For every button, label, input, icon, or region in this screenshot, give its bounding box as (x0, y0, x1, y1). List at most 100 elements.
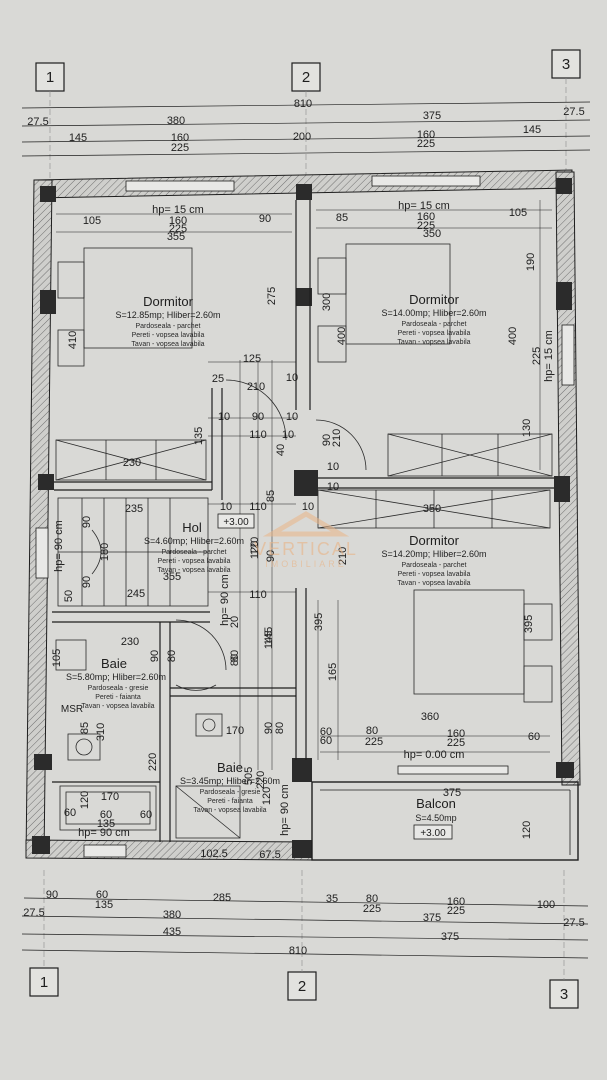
dim-145: 145 (263, 627, 275, 645)
axis-lines (43, 78, 567, 980)
axis-2-top: 2 (302, 69, 310, 86)
dim-225-b: 225 (417, 220, 435, 232)
dim-235: 235 (125, 503, 143, 515)
room-finish-ceiling: Tavan - vopsea lavabila (397, 580, 470, 587)
furniture (55, 243, 553, 839)
room-area: S=4.50mp (415, 813, 456, 823)
top-dim-r1-b: 380 (167, 115, 185, 127)
room-hol: Hol S=4.60mp; Hliber=2.60m Pardoseala - … (144, 520, 244, 574)
axis-2-bottom: 2 (298, 978, 306, 995)
room-balcon: Balcon S=4.50mp (415, 796, 456, 823)
room-finish-walls: Pereti - faianta (207, 798, 253, 805)
dim-60-c: 60 (320, 735, 332, 747)
dim-85-a: 85 (336, 212, 348, 224)
dim-80-a: 80 (166, 650, 178, 662)
dim-10-f: 10 (302, 501, 314, 513)
dim-395-b: 395 (523, 615, 535, 633)
bottom-dim-375-a: 375 (423, 912, 441, 924)
dim-220-b: 220 (255, 771, 267, 789)
top-dim-r2-d: 200 (293, 131, 311, 143)
dim-105-b: 105 (509, 207, 527, 219)
room-finish-ceiling: Tavan - vopsea lavabila (397, 339, 470, 346)
dim-355-a: 355 (167, 231, 185, 243)
room-name: Dormitor (409, 292, 460, 307)
dim-230-b: 230 (121, 636, 139, 648)
dim-90-c: 90 (321, 434, 333, 446)
interior-walls (52, 200, 579, 861)
interior-dimension-lines (56, 200, 552, 770)
room-finish-walls: Pereti - vopsea lavabila (398, 571, 471, 578)
room-finish-ceiling: Tavan - vopsea lavabila (131, 341, 204, 348)
dim-355-b: 355 (163, 571, 181, 583)
room-finish-walls: Pereti - vopsea lavabila (398, 330, 471, 337)
dim-125: 125 (243, 353, 261, 365)
dim-90-f: 90 (81, 576, 93, 588)
room-dormitor-3: Dormitor S=14.20mp; Hliber=2.60m Pardose… (381, 533, 486, 587)
dim-85-b: 85 (265, 490, 277, 502)
dim-410: 410 (67, 331, 79, 349)
dim-90-g: 90 (149, 650, 161, 662)
dim-10-c: 10 (218, 411, 230, 423)
room-finish-walls: Pereti - faianta (95, 694, 141, 701)
dim-80-b: 80 (229, 650, 241, 662)
bottom-dim-35: 35 (326, 893, 338, 905)
dim-275: 275 (266, 287, 278, 305)
axis-markers (29, 49, 581, 1009)
dim-145-b: 145 (263, 631, 275, 649)
dim-20: 20 (229, 616, 241, 628)
dim-220: 220 (147, 753, 159, 771)
axis-3-bottom: 3 (560, 986, 568, 1003)
top-dim-r2-e: 160 (417, 129, 435, 141)
room-finish-floor: Pardoseala - parchet (162, 549, 227, 556)
dim-210-c: 210 (337, 547, 349, 565)
bottom-dim-435: 435 (163, 926, 181, 938)
room-finish-floor: Pardoseala - parchet (402, 562, 467, 569)
top-dim-r1-d: 27.5 (563, 106, 584, 118)
dim-120-b: 120 (249, 541, 261, 559)
top-dim-r1-c: 375 (423, 110, 441, 122)
bottom-dim-380: 380 (163, 909, 181, 921)
bottom-dim-overall: 810 (289, 945, 307, 957)
axis-1-bottom: 1 (40, 974, 48, 991)
dim-hp-bath1: hp= 90 cm (78, 827, 130, 839)
dim-135-a: 135 (193, 427, 205, 445)
dim-350-a: 350 (423, 228, 441, 240)
top-dim-r2-c: 225 (171, 142, 189, 154)
room-name: Balcon (416, 796, 456, 811)
bottom-dim-80: 80 (366, 893, 378, 905)
level-balcon-box (413, 824, 453, 840)
axis-3-top: 3 (562, 56, 570, 73)
dim-225-d: 225 (365, 736, 383, 748)
top-dim-r2-a: 145 (69, 132, 87, 144)
room-finish-floor: Pardoseala - gresie (88, 685, 149, 692)
dim-90-e: 90 (265, 550, 277, 562)
dim-110-b: 110 (249, 501, 267, 513)
dim-hp-stairs: hp= 90 cm (53, 520, 65, 572)
dim-135: 135 (97, 818, 115, 830)
columns (32, 178, 574, 858)
dim-505: 505 (243, 767, 255, 785)
room-name: Hol (182, 520, 202, 535)
room-baie-2: Baie S=3.45mp; Hliber=2.60m Pardoseala -… (180, 760, 280, 814)
dim-10-a: 10 (286, 372, 298, 384)
dim-225-e: 225 (447, 737, 465, 749)
dim-60-e: 60 (100, 809, 112, 821)
dim-120-d: 120 (261, 787, 273, 805)
dim-hp-bed2: hp= 15 cm (398, 200, 450, 212)
room-finish-walls: Pereti - vopsea lavabila (158, 558, 231, 565)
bottom-dim-225-a: 225 (363, 903, 381, 915)
room-finish-walls: Pereti - vopsea lavabila (132, 332, 205, 339)
level-hol: +3.00 (223, 517, 249, 528)
room-finish-ceiling: Tavan - vopsea lavabila (81, 703, 154, 710)
dim-180: 180 (99, 543, 111, 561)
dim-165: 165 (327, 663, 339, 681)
dim-90-d: 90 (81, 516, 93, 528)
dim-310: 310 (95, 723, 107, 741)
dim-245: 245 (127, 588, 145, 600)
dim-90-h: 90 (263, 722, 275, 734)
watermark-brand: VERTICAL (254, 539, 358, 559)
level-hol-box (217, 513, 255, 529)
dim-160-c: 160 (447, 728, 465, 740)
room-area: S=14.00mp; Hliber=2.60m (381, 308, 486, 318)
